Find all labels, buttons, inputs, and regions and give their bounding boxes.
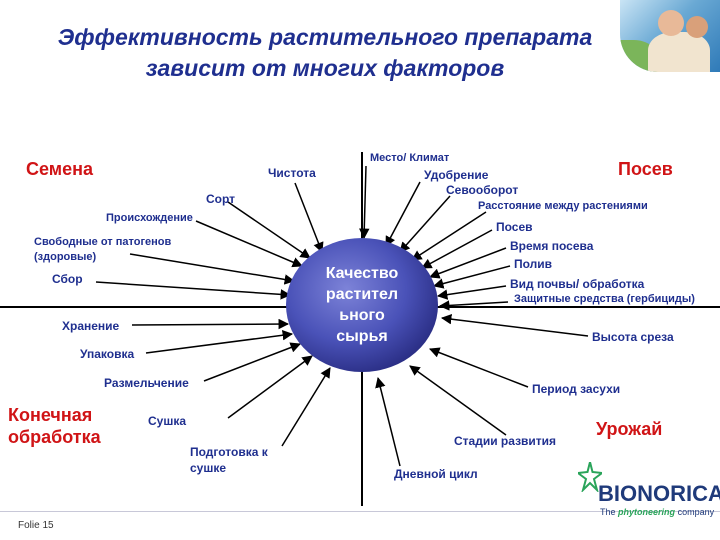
arrow-vysota [440, 313, 589, 337]
factor-khranenie: Хранение [62, 319, 120, 333]
factor-upakovka: Упаковка [80, 347, 135, 361]
arrow-mesto [359, 165, 370, 240]
arrow-poliv [432, 265, 511, 289]
factor-udobrenie: Удобрение [424, 168, 489, 182]
arrow-stadii [409, 365, 507, 436]
quadrant-sowing: Посев [618, 159, 673, 179]
header-photo [620, 0, 720, 72]
factor-dnevnoy: Дневной цикл [394, 467, 478, 481]
arrow-podgotovka [281, 367, 331, 447]
factor-rasstoyanie: Расстояние между растениями [478, 200, 648, 212]
factor-svobodnye: Свободные от патогенов (здоровые) [34, 236, 172, 263]
arrow-udobrenie [385, 181, 421, 247]
arrow-rasstoyanie [411, 211, 487, 261]
factor-podgotovka: Подготовка к сушке [190, 445, 268, 475]
factor-sbor: Сбор [52, 272, 83, 286]
title-line-2: зависит от многих факторов [145, 55, 505, 81]
quadrant-seeds: Семена [26, 159, 93, 179]
factor-stadii: Стадии развития [454, 434, 557, 448]
arrow-upakovka [145, 330, 294, 354]
arrow-zashchitnye [438, 300, 509, 311]
factor-sort: Сорт [206, 192, 236, 206]
center-ellipse [286, 238, 438, 372]
arrow-razmelchenie [203, 342, 301, 382]
quadrant-harvest: Урожай [596, 419, 663, 439]
factor-vysota: Высота среза [592, 330, 674, 344]
factor-sushka: Сушка [148, 414, 187, 428]
arrow-sort [227, 201, 311, 259]
slide-number: Folie 15 [18, 520, 54, 531]
arrow-sushka [227, 355, 313, 419]
arrow-posev [421, 229, 493, 269]
factor-posev: Посев [496, 220, 533, 234]
factor-mesto: Место/ Климат [370, 152, 450, 164]
factor-sevooborot: Севооборот [446, 183, 519, 197]
factor-proiskhozhdenie: Происхождение [106, 212, 193, 224]
arrow-dnevnoy [375, 376, 401, 467]
arrow-khranenie [131, 318, 290, 330]
footer-divider [0, 511, 720, 512]
arrow-period [429, 347, 529, 388]
company-tagline: The phytoneering company [600, 507, 715, 517]
factor-zashchitnye: Защитные средства (гербициды) [514, 293, 695, 305]
arrow-sevooborot [399, 195, 451, 253]
arrow-sbor [95, 281, 292, 300]
bionorica-star-icon [578, 462, 602, 492]
factor-vremya: Время посева [510, 239, 594, 253]
company-logo: BIONORICA [598, 481, 720, 506]
title-line-1: Эффективность растительного препарата [57, 24, 593, 50]
factor-chistota: Чистота [268, 166, 316, 180]
arrow-vremya [429, 247, 507, 279]
factor-period: Период засухи [532, 382, 621, 396]
factor-vid-pochvy: Вид почвы/ обработка [510, 277, 645, 291]
arrow-svobodnye [129, 253, 296, 285]
arrows [95, 165, 589, 467]
arrow-vid-pochvy [436, 285, 507, 300]
factor-poliv: Полив [514, 257, 553, 271]
arrow-chistota [294, 182, 324, 253]
center-label: Качество растител ьного сырья [325, 265, 399, 345]
quadrant-processing: Конечная обработка [8, 405, 101, 447]
factor-razmelchenie: Размельчение [104, 376, 189, 390]
arrow-proiskhozhdenie [195, 220, 303, 268]
